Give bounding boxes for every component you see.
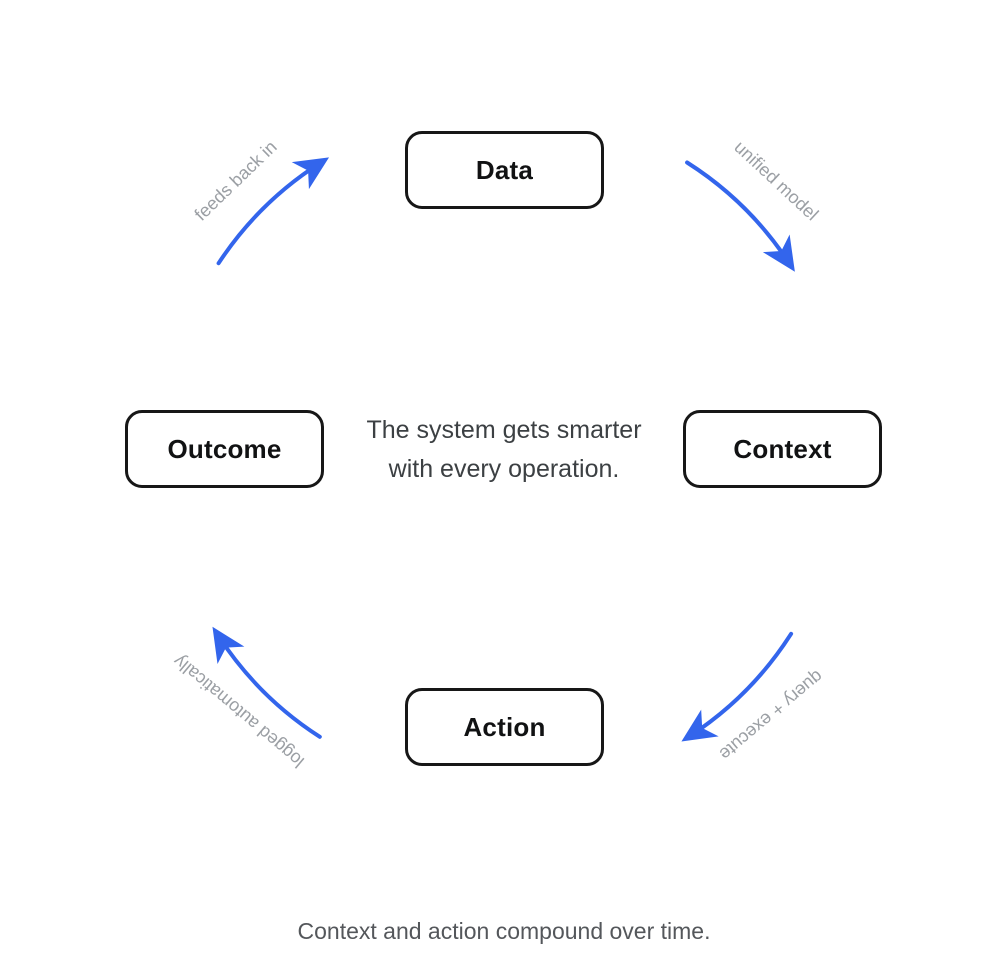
node-data-label: Data <box>475 154 534 185</box>
center-message-line2: with every operation. <box>388 455 620 483</box>
edge-label-unified-model: unified model <box>730 136 823 225</box>
node-action: Action <box>405 688 604 766</box>
node-outcome-label: Outcome <box>167 433 282 464</box>
edge-label-feeds-back-in: feeds back in <box>190 136 281 225</box>
edge-label-logged-automatically: logged automatically <box>169 650 308 772</box>
edge-label-query-execute: query + execute <box>715 666 828 765</box>
node-data: Data <box>405 131 604 209</box>
node-context: Context <box>683 410 882 488</box>
center-message: The system gets smarter with every opera… <box>366 411 641 489</box>
node-outcome: Outcome <box>125 410 324 488</box>
node-action-label: Action <box>463 711 546 742</box>
center-message-line1: The system gets smarter <box>366 416 642 444</box>
caption: Context and action compound over time. <box>297 918 711 944</box>
node-context-label: Context <box>733 433 832 464</box>
